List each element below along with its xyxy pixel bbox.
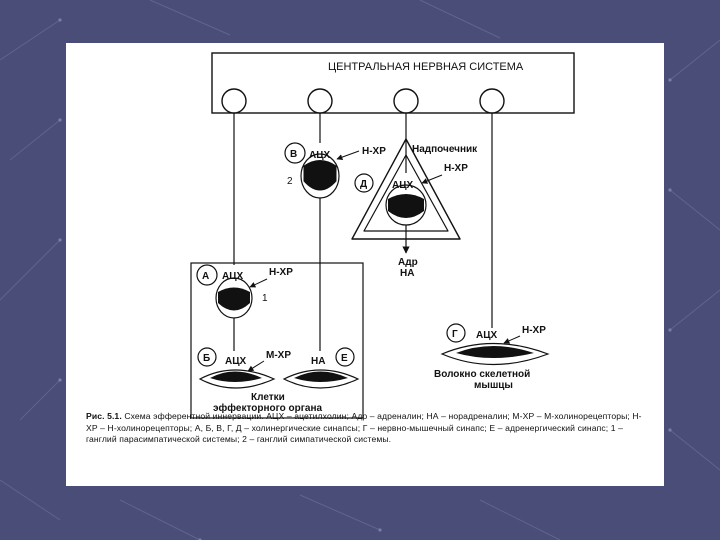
adrenal-label: Надпочечник [412,144,478,155]
synapse-b-label: Б [203,353,210,364]
ganglion-2-number: 2 [287,176,293,187]
ganglion-2-body [304,161,336,191]
effector-label-1: Клетки [251,392,285,403]
synapse-e-na: НА [311,356,325,367]
synapse-g-nxr-arrow [504,336,520,343]
synapse-v-label: В [290,149,297,160]
figure-caption-prefix: Рис. 5.1. [86,411,122,421]
cns-neuron-3 [394,89,418,113]
adrenal-cell-body [388,194,424,218]
cns-neuron-1 [222,89,246,113]
synapse-e-label: Е [341,353,348,364]
synapse-g-ach: АЦХ [476,330,498,341]
synapse-a-label: А [202,271,209,282]
adrenal-na: НА [400,268,414,279]
muscle-label-1: Волокно скелетной [434,369,530,380]
adrenal-nxr: Н-ХР [444,163,468,174]
adrenal-nxr-arrow [422,175,442,183]
synapse-a-nxr-arrow [250,279,267,287]
slide-panel: ЦЕНТРАЛЬНАЯ НЕРВНАЯ СИСТЕМА В АЦХ Н-ХР 2… [66,43,664,486]
synapse-g-nxr: Н-ХР [522,325,546,336]
ganglion-1-body [218,288,250,311]
synapse-v-nxr-arrow [337,151,359,159]
muscle-label-2: мышцы [474,380,513,391]
figure-caption-text: Схема эфферентной иннервации. АЦХ – ацет… [86,411,642,444]
synapse-a-nxr: Н-ХР [269,267,293,278]
adrenal-adr: Адр [398,257,418,268]
synapse-b-ach: АЦХ [225,356,247,367]
figure-caption: Рис. 5.1. Схема эфферентной иннервации. … [86,411,648,446]
ganglion-1-number: 1 [262,293,268,304]
synapse-b-mxr-arrow [248,361,264,371]
cns-neuron-2 [308,89,332,113]
cns-neuron-4 [480,89,504,113]
synapse-d-label: Д [360,179,367,190]
synapse-v-nxr: Н-ХР [362,146,386,157]
synapse-g-label: Г [452,329,458,340]
synapse-b-mxr: М-ХР [266,350,291,361]
cns-title: ЦЕНТРАЛЬНАЯ НЕРВНАЯ СИСТЕМА [328,61,524,73]
